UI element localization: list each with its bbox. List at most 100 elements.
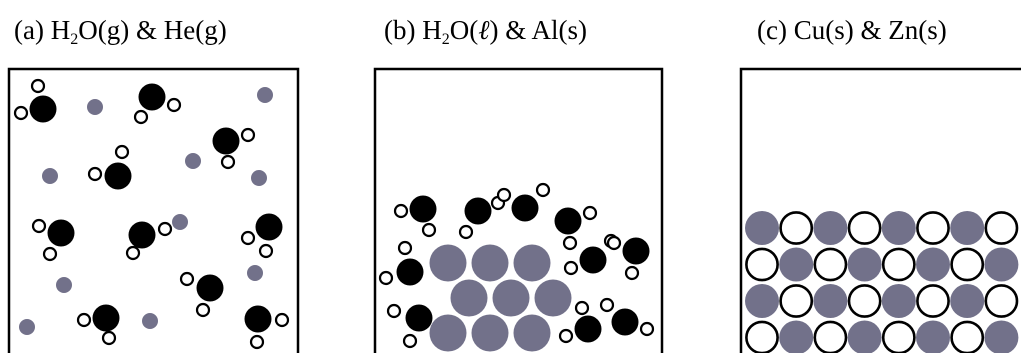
- water-molecule-gas: [179, 271, 224, 318]
- hydrogen-atom: [562, 235, 578, 251]
- hydrogen-atom: [240, 230, 256, 246]
- lattice-atom-gray: [881, 211, 916, 245]
- hydrogen-atom: [378, 270, 394, 286]
- water-molecule-gas: [125, 221, 173, 261]
- panel-c-label: (c) Cu(s) & Zn(s): [757, 10, 947, 50]
- lattice-atom-white: [813, 247, 848, 282]
- water-molecule-liquid: [554, 205, 598, 251]
- water-molecule-liquid: [458, 195, 506, 240]
- water-molecule-gas: [133, 83, 182, 125]
- aluminum-atom: [471, 244, 509, 282]
- lattice-atom-white: [881, 320, 916, 353]
- water-molecule-liquid: [599, 297, 655, 337]
- oxygen-atom: [611, 308, 639, 336]
- oxygen-atom: [409, 195, 437, 223]
- lattice-atom-white: [984, 284, 1019, 318]
- oxygen-atom: [396, 258, 424, 286]
- hydrogen-atom: [274, 312, 290, 328]
- lattice-atom-white: [984, 211, 1019, 245]
- hydrogen-atom: [114, 144, 130, 160]
- hydrogen-atom: [458, 224, 474, 240]
- water-molecule-liquid: [606, 235, 650, 281]
- lattice-atom-gray: [984, 247, 1019, 282]
- hydrogen-atom: [421, 222, 437, 238]
- panel-c-species-2: Zn(s): [888, 15, 947, 45]
- water-molecule-gas: [76, 304, 120, 346]
- hydrogen-atom: [125, 245, 141, 261]
- helium-atom: [257, 87, 273, 103]
- water-molecule-gas: [244, 305, 290, 350]
- helium-atom: [142, 313, 158, 329]
- water-molecule-gas: [87, 144, 132, 190]
- oxygen-atom: [244, 305, 272, 333]
- water-molecule-gas: [13, 78, 57, 123]
- lattice-atom-white: [847, 211, 882, 245]
- aluminum-atom: [492, 279, 530, 317]
- hydrogen-atom: [195, 302, 211, 318]
- lattice-atom-gray: [779, 320, 814, 353]
- lattice-atom-white: [745, 320, 779, 353]
- hydrogen-atom: [574, 300, 590, 316]
- water-molecule-gas: [240, 213, 283, 259]
- hydrogen-atom: [535, 182, 551, 198]
- hydrogen-atom: [249, 334, 265, 350]
- container-a: [7, 67, 300, 353]
- oxygen-atom: [579, 246, 607, 274]
- aluminum-atom: [513, 244, 551, 282]
- lattice-atom-gray: [916, 320, 950, 353]
- panel-c-species-1: Cu(s): [793, 15, 854, 45]
- lattice-atom-gray: [984, 320, 1019, 353]
- helium-atom: [87, 99, 103, 115]
- helium-atom: [19, 319, 35, 335]
- panel-b-letter: (b): [384, 15, 416, 45]
- oxygen-atom: [138, 83, 166, 111]
- helium-atom: [247, 265, 263, 281]
- oxygen-atom: [574, 315, 602, 343]
- hydrogen-atom: [87, 166, 103, 182]
- hydrogen-atom: [133, 109, 149, 125]
- lattice-atom-gray: [881, 284, 916, 318]
- hydrogen-atom: [220, 154, 236, 170]
- panel-c-letter: (c): [757, 15, 787, 45]
- hydrogen-atom: [558, 328, 574, 344]
- panel-a-ampersand: &: [129, 15, 164, 45]
- lattice-atom-white: [847, 284, 882, 318]
- lattice-atom-gray: [745, 211, 779, 245]
- hydrogen-atom: [101, 330, 117, 346]
- water-molecule-gas: [31, 218, 75, 262]
- lattice-atom-white: [950, 320, 985, 353]
- aluminum-atom: [429, 314, 467, 352]
- oxygen-atom: [196, 274, 224, 302]
- hydrogen-atom: [30, 78, 46, 94]
- hydrogen-atom: [582, 205, 598, 221]
- helium-atom: [42, 168, 58, 184]
- panel-b-species-2: Al(s): [531, 15, 588, 45]
- lattice-atom-gray: [847, 247, 882, 282]
- water-molecule-liquid: [496, 182, 551, 222]
- panel-a-species-2: He(g): [163, 15, 227, 45]
- hydrogen-atom: [397, 240, 413, 256]
- lattice-atom-gray: [813, 284, 848, 318]
- hydrogen-atom: [240, 127, 256, 143]
- hydrogen-atom: [639, 321, 655, 337]
- lattice-atom-gray: [847, 320, 882, 353]
- oxygen-atom: [405, 304, 433, 332]
- aluminum-atom: [471, 314, 509, 352]
- lattice-atom-gray: [779, 247, 814, 282]
- panel-c-ampersand: &: [853, 15, 889, 45]
- oxygen-atom: [128, 221, 156, 249]
- water-molecule-gas: [212, 127, 256, 170]
- water-molecule-liquid: [378, 240, 424, 286]
- water-molecule-liquid: [386, 303, 433, 349]
- hydrogen-atom: [31, 218, 47, 234]
- hydrogen-atom: [42, 246, 58, 262]
- hydrogen-atom: [166, 97, 182, 113]
- lattice-atom-white: [745, 247, 779, 282]
- panel-a-label: (a) H2O(g) & He(g): [14, 10, 227, 50]
- oxygen-atom: [92, 304, 120, 332]
- hydrogen-atom: [599, 297, 615, 313]
- oxygen-atom: [212, 127, 240, 155]
- hydrogen-atom: [624, 265, 640, 281]
- water-molecule-liquid: [393, 195, 437, 238]
